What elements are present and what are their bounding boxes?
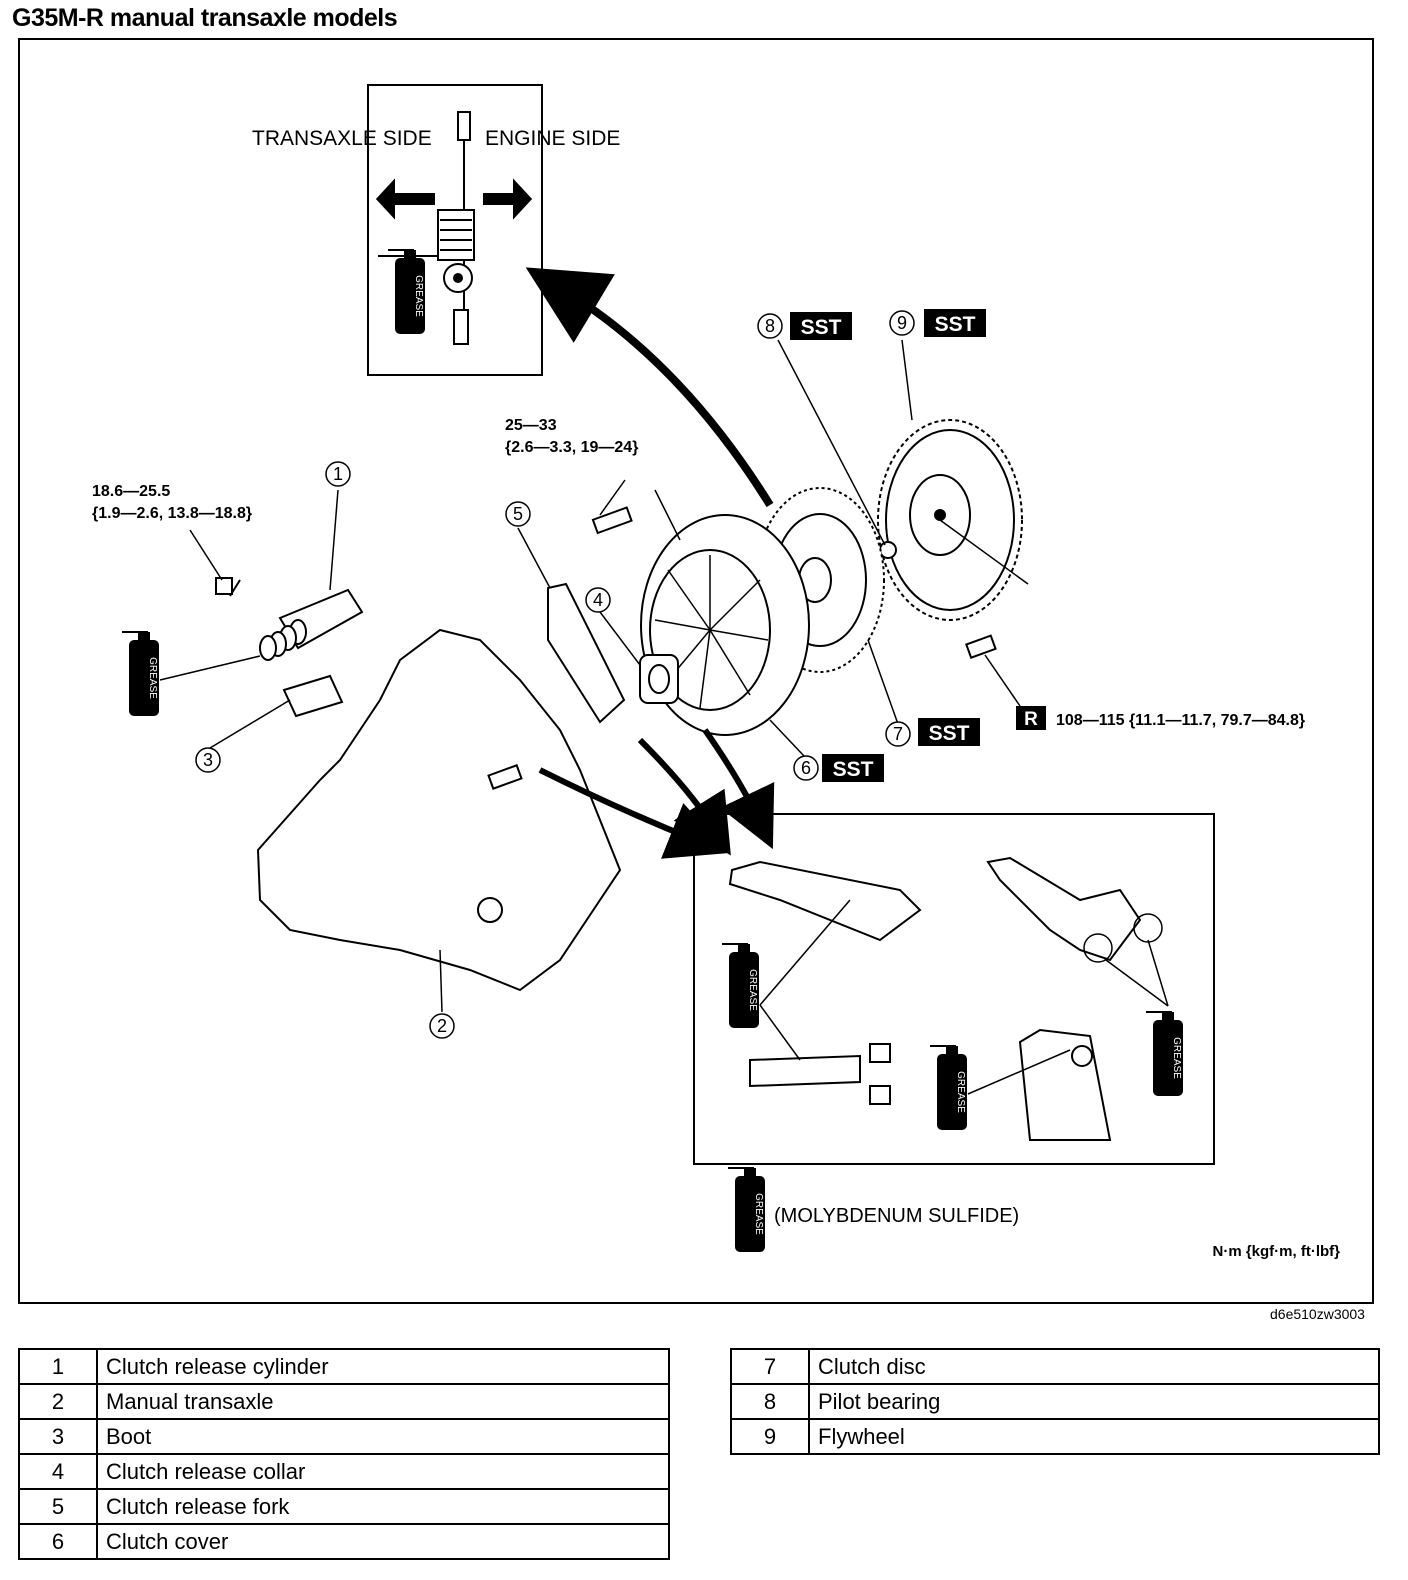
- torque-cylinder-bolt-units: {1.9—2.6, 13.8—18.8}: [92, 505, 252, 522]
- callout-circles: [195, 310, 915, 1039]
- grease-can-label: GREASE: [955, 1071, 966, 1113]
- figure-id: d6e510zw3003: [1270, 1306, 1365, 1322]
- part-number: 4: [18, 1453, 98, 1490]
- part-name: Boot: [96, 1418, 670, 1455]
- torque-cover-bolt-units: {2.6—3.3, 19—24}: [505, 439, 638, 456]
- part-number: 7: [730, 1348, 810, 1385]
- grease-can-label: GREASE: [1171, 1037, 1182, 1079]
- callout-2: 2: [437, 1016, 447, 1036]
- part-name: Clutch disc: [808, 1348, 1380, 1385]
- release-fork: [547, 582, 626, 724]
- part-name: Pilot bearing: [808, 1383, 1380, 1420]
- release-cylinder: [215, 577, 364, 661]
- torque-flywheel-bolt: 108—115 {11.1—11.7, 79.7—84.8}: [1056, 712, 1305, 729]
- part-name: Manual transaxle: [96, 1383, 670, 1420]
- clutch-cover: [640, 514, 810, 736]
- sst-badge-7: SST: [929, 722, 970, 745]
- part-name: Clutch release fork: [96, 1488, 670, 1525]
- grease-note: (MOLYBDENUM SULFIDE): [774, 1205, 1019, 1227]
- part-name: Flywheel: [808, 1418, 1380, 1455]
- inset-lubrication-points: GREASE GREASE GREASE: [693, 813, 1215, 1165]
- inset-bearing-direction: GREASE: [367, 84, 543, 376]
- flywheel-bolt: [965, 634, 997, 659]
- part-number: 8: [730, 1383, 810, 1420]
- part-number: 9: [730, 1418, 810, 1455]
- callout-1: 1: [333, 464, 343, 484]
- manual-transaxle-case: [256, 628, 622, 992]
- clutch-cover-bolt: [591, 506, 633, 535]
- sst-badge-9: SST: [935, 313, 976, 336]
- part-number: 6: [18, 1523, 98, 1560]
- boot: [282, 674, 344, 718]
- part-number: 3: [18, 1418, 98, 1455]
- part-name: Clutch release cylinder: [96, 1348, 670, 1385]
- leader-lines: [159, 339, 1029, 1013]
- reuse-mark: R: [1024, 709, 1038, 730]
- callout-8: 8: [765, 316, 775, 336]
- transaxle-side-label: TRANSAXLE SIDE: [252, 127, 432, 150]
- torque-cylinder-bolt: 18.6—25.5: [92, 483, 170, 500]
- release-collar: [639, 654, 679, 704]
- page-title: G35M-R manual transaxle models: [12, 4, 398, 32]
- sst-badge-8: SST: [801, 316, 842, 339]
- exploded-view-diagram: GREASE TRANSAXLE SIDE ENGINE SIDE: [92, 84, 1341, 1260]
- part-number: 5: [18, 1488, 98, 1525]
- callout-3: 3: [203, 750, 213, 770]
- grease-can-label: GREASE: [753, 1193, 764, 1235]
- engine-side-label: ENGINE SIDE: [485, 127, 620, 150]
- part-name: Clutch release collar: [96, 1453, 670, 1490]
- callout-7: 7: [893, 724, 903, 744]
- units-note: N·m {kgf·m, ft·lbf}: [1213, 1243, 1341, 1260]
- grease-can-label: GREASE: [147, 657, 158, 699]
- sst-badge-6: SST: [833, 758, 874, 781]
- callout-6: 6: [801, 758, 811, 778]
- part-number: 1: [18, 1348, 98, 1385]
- curved-arrow: [525, 267, 774, 508]
- callout-4: 4: [593, 590, 603, 610]
- callout-5: 5: [513, 504, 523, 524]
- flywheel: [877, 419, 1023, 621]
- part-number: 2: [18, 1383, 98, 1420]
- grease-can-label: GREASE: [747, 969, 758, 1011]
- torque-cover-bolt: 25—33: [505, 417, 557, 434]
- diagram-frame: [18, 38, 1374, 1304]
- callout-9: 9: [897, 313, 907, 333]
- grease-can-label: GREASE: [413, 275, 424, 317]
- part-name: Clutch cover: [96, 1523, 670, 1560]
